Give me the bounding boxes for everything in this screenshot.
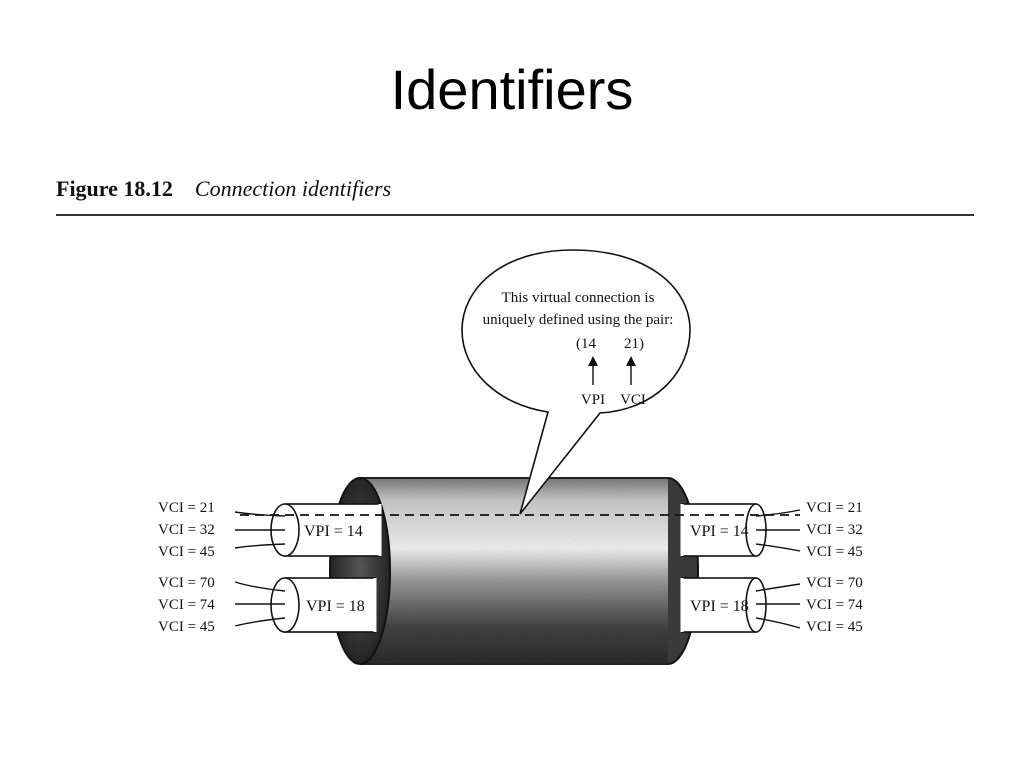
vpi-label-bottom-left: VPI = 18 <box>306 598 365 615</box>
caption-rule <box>56 214 974 216</box>
transmission-path-tube <box>329 477 699 665</box>
vci-label-right-top-1: VCI = 21 <box>806 500 863 516</box>
callout-vci-label: VCI <box>620 392 646 408</box>
vci-label-left-bottom-2: VCI = 74 <box>158 597 215 613</box>
callout-vpi-label: VPI <box>581 392 605 408</box>
vci-label-right-bottom-2: VCI = 74 <box>806 597 863 613</box>
figure-number: Figure 18.12 <box>56 176 173 201</box>
callout-line-1: This virtual connection is <box>502 290 655 306</box>
callout-bubble <box>461 249 691 515</box>
vci-wires-left <box>234 511 286 627</box>
vci-label-right-bottom-1: VCI = 70 <box>806 575 863 591</box>
vci-label-left-bottom-1: VCI = 70 <box>158 575 215 591</box>
up-arrow-icon <box>588 356 598 366</box>
virtual-path-top-right <box>680 503 767 557</box>
vpi-label-top-right: VPI = 14 <box>690 523 749 540</box>
up-arrow-icon <box>626 356 636 366</box>
callout-vpi-value: (14 <box>576 336 596 352</box>
callout-vci-value: 21) <box>624 336 644 352</box>
vci-label-left-bottom-3: VCI = 45 <box>158 619 215 635</box>
vci-wires-right <box>755 509 801 629</box>
vpi-label-bottom-right: VPI = 18 <box>690 598 749 615</box>
vpi-label-top-left: VPI = 14 <box>304 523 363 540</box>
vci-label-left-top-3: VCI = 45 <box>158 544 215 560</box>
vci-label-left-top-1: VCI = 21 <box>158 500 215 516</box>
vci-label-right-top-2: VCI = 32 <box>806 522 863 538</box>
vci-label-left-top-2: VCI = 32 <box>158 522 215 538</box>
virtual-path-top-left <box>270 503 382 557</box>
figure-caption: Figure 18.12 Connection identifiers <box>56 176 391 202</box>
slide-title: Identifiers <box>390 58 634 121</box>
figure-caption-text: Connection identifiers <box>194 176 392 201</box>
vci-label-right-bottom-3: VCI = 45 <box>806 619 863 635</box>
callout-line-2: uniquely defined using the pair: <box>483 312 674 328</box>
vci-label-right-top-3: VCI = 45 <box>806 544 863 560</box>
